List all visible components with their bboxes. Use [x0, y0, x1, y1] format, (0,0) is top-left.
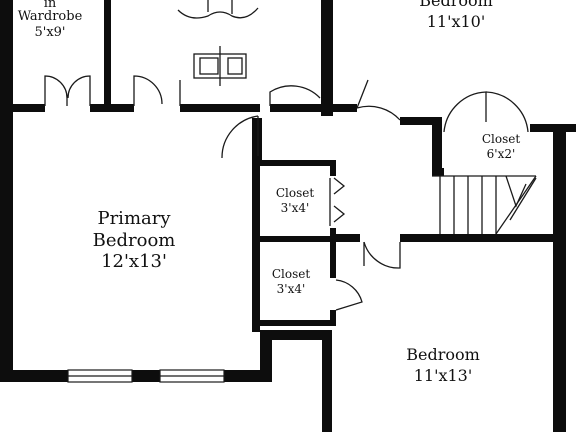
svg-text:3'x4': 3'x4' [277, 282, 306, 296]
windows [67, 369, 225, 383]
svg-text:6'x2': 6'x2' [487, 147, 516, 161]
svg-text:3'x4': 3'x4' [281, 201, 310, 215]
room-label-bedroom-bottom-right: Bedroom 11'x13' [406, 345, 480, 385]
svg-text:Primary: Primary [97, 208, 171, 229]
room-label-closet-right: Closet 6'x2' [482, 132, 521, 161]
svg-text:5'x9': 5'x9' [34, 25, 65, 40]
room-label-closet-hall-lower: Closet 3'x4' [272, 267, 311, 296]
room-label-wardrobe: in Wardrobe 5'x9' [18, 0, 83, 40]
svg-text:Closet: Closet [276, 186, 315, 200]
svg-text:Wardrobe: Wardrobe [18, 9, 83, 24]
room-label-primary-bedroom: Primary Bedroom 12'x13' [93, 208, 176, 272]
svg-text:11'x13': 11'x13' [414, 366, 473, 385]
room-label-closet-hall-upper: Closet 3'x4' [276, 186, 315, 215]
fixtures [44, 0, 537, 311]
svg-text:in: in [44, 0, 57, 11]
room-label-bedroom-top-right: Bedroom 11'x10' [419, 0, 493, 31]
svg-text:11'x10': 11'x10' [427, 12, 486, 31]
svg-text:Bedroom: Bedroom [93, 230, 176, 251]
svg-text:12'x13': 12'x13' [101, 251, 167, 272]
svg-text:Closet: Closet [272, 267, 311, 281]
svg-text:Bedroom: Bedroom [419, 0, 493, 10]
svg-text:Closet: Closet [482, 132, 521, 146]
svg-text:Bedroom: Bedroom [406, 345, 480, 364]
